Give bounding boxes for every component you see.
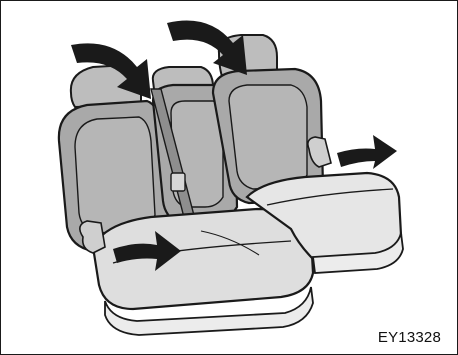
left-seat-back-panel [75, 117, 155, 233]
figure-code: EY13328 [378, 329, 441, 346]
curved-arrow-right-right-icon [337, 135, 397, 169]
right-seat-back-panel [229, 85, 307, 189]
seat-belt-buckle [171, 173, 185, 191]
